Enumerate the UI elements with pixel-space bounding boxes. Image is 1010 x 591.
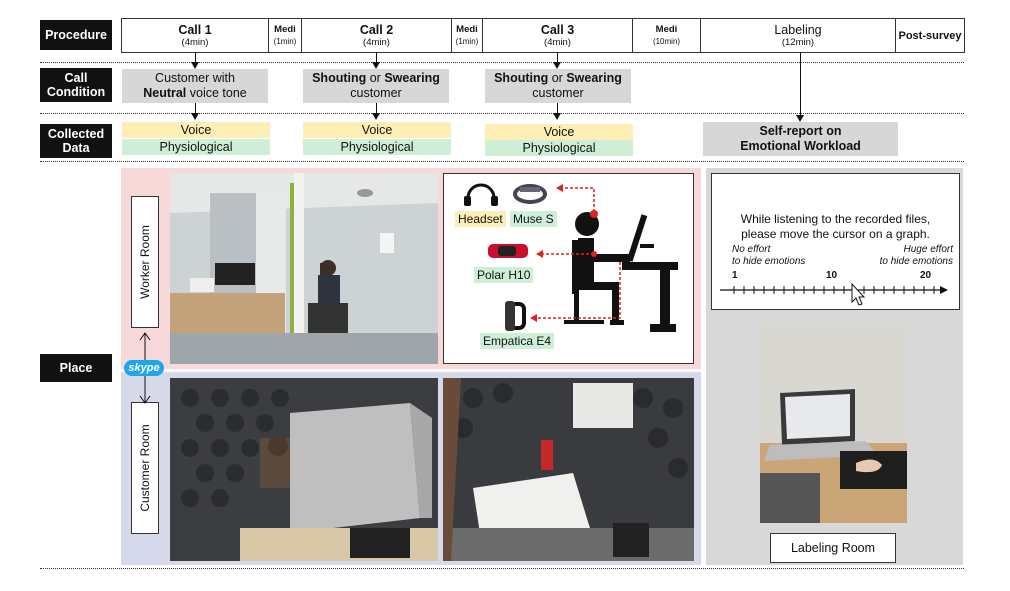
self-report-line1: Self-report on (759, 124, 842, 138)
condition-call-3-bold2: Swearing (566, 71, 622, 85)
labeling-instruction-2: please move the cursor on a graph. (741, 227, 930, 241)
self-report-line2: Emotional Workload (740, 139, 861, 153)
procedure-medi-1-title: Medi (274, 23, 296, 35)
person-at-desk-icon (564, 212, 678, 332)
arrow-head-call-1 (191, 62, 199, 69)
headset-icon (464, 183, 498, 206)
arrow-line-call-2 (376, 53, 377, 62)
effort-scale-axis (720, 282, 948, 306)
procedure-medi-3-duration: (10min) (652, 36, 681, 46)
scale-tick-1: 1 (732, 270, 738, 281)
device-diagram: Headset Muse S Polar H10 Empatica E4 (443, 173, 694, 364)
arrow-line-call-1 (195, 53, 196, 62)
arrow-head-labeling (796, 115, 804, 122)
condition-call-3-or: or (548, 71, 567, 85)
procedure-medi-2-duration: (1min) (455, 36, 479, 46)
physio-tag-3: Physiological (485, 140, 633, 156)
procedure-labeling-title: Labeling (774, 22, 822, 37)
call-condition-label: Call Condition (40, 68, 112, 102)
procedure-medi-3-title: Medi (655, 23, 678, 35)
muse-icon (513, 184, 547, 204)
physio-tag-1: Physiological (122, 139, 270, 155)
customer-room-label: Customer Room (131, 402, 159, 534)
arrow-line-labeling (800, 53, 801, 115)
condition-call-2-or: or (366, 71, 385, 85)
condition-call-2: Shouting or Swearing customer (303, 69, 449, 103)
voice-tag-3: Voice (485, 124, 633, 140)
place-label: Place (40, 354, 112, 382)
arrow-head-call-3 (553, 62, 561, 69)
scale-left-label-1: No effort (732, 244, 771, 255)
procedure-call-2-duration: (4min) (363, 36, 390, 48)
voice-tag-1: Voice (122, 122, 270, 138)
polar-label: Polar H10 (474, 267, 534, 283)
condition-call-3-bold1: Shouting (494, 71, 549, 85)
empatica-icon (505, 301, 526, 331)
separator-3 (40, 161, 964, 162)
condition-call-1: Customer with Neutral voice tone (122, 69, 268, 103)
labeling-instruction-1: While listening to the recorded files, (740, 212, 931, 226)
arrow-head-cond-1 (191, 113, 199, 120)
procedure-call-3-duration: (4min) (544, 36, 571, 48)
customer-room-photo-2 (443, 378, 694, 561)
scale-tick-10: 10 (826, 270, 838, 281)
arrow-head-call-2 (372, 62, 380, 69)
polar-icon (488, 244, 528, 258)
procedure-post-survey-title: Post-survey (898, 29, 962, 42)
separator-1 (40, 62, 964, 63)
procedure-call-2-title: Call 2 (359, 22, 394, 37)
condition-call-2-bold2: Swearing (384, 71, 440, 85)
customer-room-photo-1 (170, 378, 438, 561)
condition-call-1-line1: Customer with (155, 71, 235, 85)
procedure-call-1-duration: (4min) (181, 36, 209, 48)
separator-2 (40, 113, 964, 114)
condition-call-2-line2: customer (350, 86, 402, 100)
condition-call-3-line2: customer (532, 86, 584, 100)
scale-right-label-1: Huge effort (903, 244, 953, 255)
procedure-labeling: Labeling (12min) (700, 18, 896, 53)
scale-tick-20: 20 (920, 270, 932, 281)
arrow-line-cond-2 (376, 103, 377, 113)
muse-label: Muse S (510, 211, 557, 227)
arrow-head-cond-3 (553, 113, 561, 120)
procedure-medi-3: Medi (10min) (632, 18, 701, 53)
skype-logo: skype (124, 360, 164, 376)
condition-call-1-bold: Neutral (143, 86, 187, 100)
procedure-call-3-title: Call 3 (540, 22, 575, 37)
procedure-medi-2: Medi (1min) (451, 18, 483, 53)
scale-left-label-2: to hide emotions (732, 256, 806, 267)
arrow-line-cond-1 (195, 103, 196, 113)
collected-data-label: Collected Data (40, 124, 112, 158)
empatica-label: Empatica E4 (480, 333, 555, 349)
arrow-line-cond-3 (557, 103, 558, 113)
procedure-call-3: Call 3 (4min) (482, 18, 633, 53)
procedure-label: Procedure (40, 20, 112, 50)
cursor-icon (851, 282, 866, 306)
arrow-head-cond-2 (372, 113, 380, 120)
procedure-call-2: Call 2 (4min) (301, 18, 452, 53)
voice-tag-2: Voice (303, 122, 451, 138)
procedure-post-survey: Post-survey (895, 18, 965, 53)
procedure-medi-2-title: Medi (456, 23, 478, 35)
scale-right-label-2: to hide emotions (879, 256, 953, 267)
worker-room-label: Worker Room (131, 196, 159, 328)
procedure-call-1: Call 1 (4min) (121, 18, 269, 53)
procedure-call-1-title: Call 1 (178, 22, 212, 37)
labeling-room-photo (760, 323, 907, 523)
condition-call-1-line2: voice tone (186, 86, 247, 100)
condition-call-3: Shouting or Swearing customer (485, 69, 631, 103)
worker-room-photo (170, 173, 438, 364)
self-report-box: Self-report on Emotional Workload (703, 122, 898, 156)
headset-label: Headset (455, 211, 506, 227)
arrow-line-call-3 (557, 53, 558, 62)
procedure-medi-1: Medi (1min) (268, 18, 302, 53)
procedure-labeling-duration: (12min) (781, 36, 815, 48)
physio-tag-2: Physiological (303, 139, 451, 155)
separator-4 (40, 568, 964, 569)
labeling-room-label: Labeling Room (770, 533, 896, 563)
labeling-graph-panel: While listening to the recorded files, p… (711, 173, 960, 310)
procedure-medi-1-duration: (1min) (273, 36, 297, 46)
condition-call-2-bold1: Shouting (312, 71, 367, 85)
